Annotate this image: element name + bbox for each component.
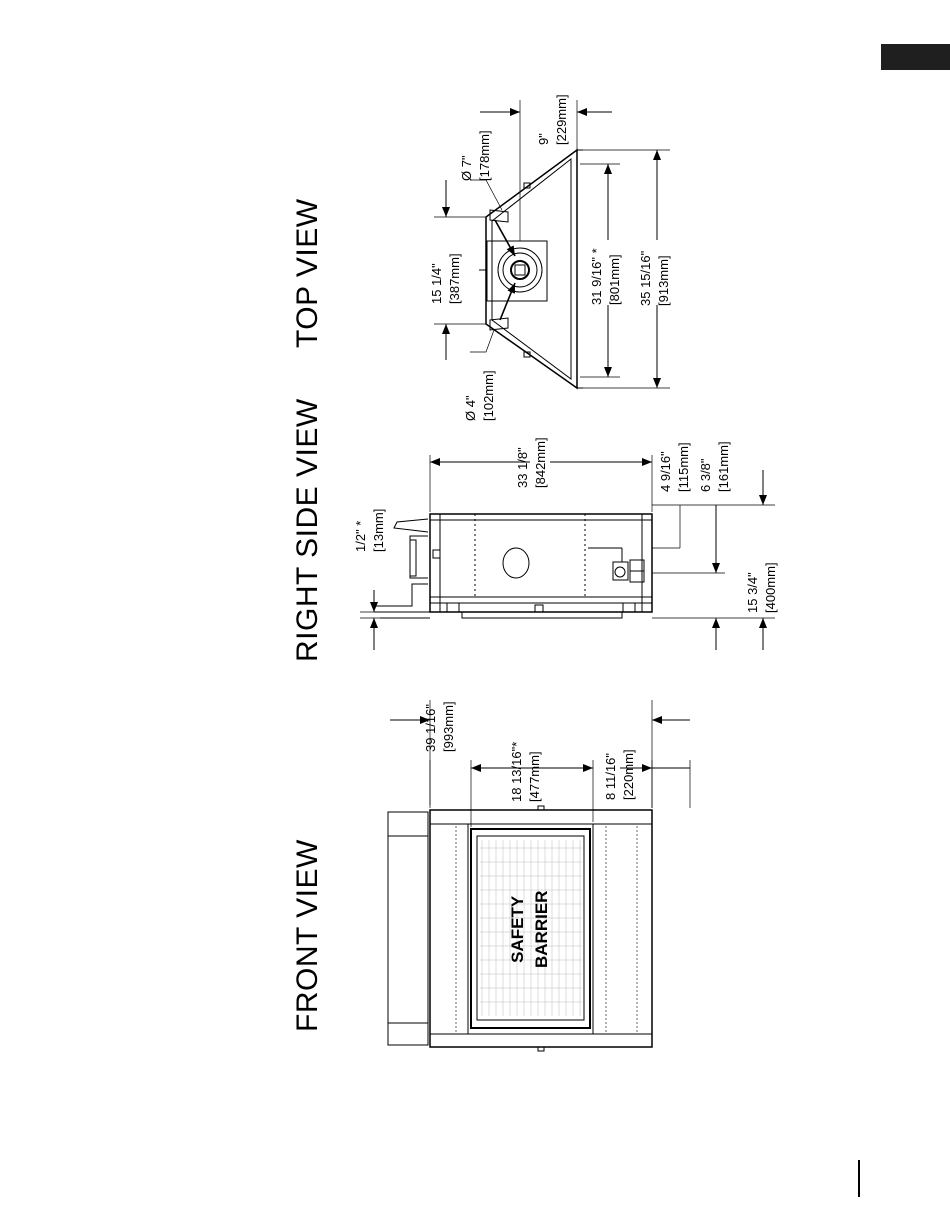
top-diameter-4-imperial: Ø 4"	[462, 370, 480, 421]
front-overall-width-metric: [993mm]	[440, 701, 458, 752]
front-opening-width-metric: [477mm]	[526, 742, 544, 802]
front-side-offset-metric: [220mm]	[620, 749, 638, 800]
top-offset-metric: [229mm]	[553, 94, 571, 145]
top-diameter-4-metric: [102mm]	[480, 370, 498, 421]
safety-barrier-line1: SAFETY	[506, 891, 530, 968]
front-opening-width-dimension: 18 13/16"* [477mm]	[508, 742, 544, 802]
front-overall-width-dimension: 39 1/16" [993mm]	[422, 701, 458, 752]
safety-barrier-line2: BARRIER	[530, 891, 554, 968]
top-outer-width-metric: [913mm]	[655, 251, 673, 306]
top-inner-width-imperial: 31 9/16" *	[588, 248, 606, 305]
right-vent-offset-b-dimension: 6 3/8" [161mm]	[697, 441, 733, 492]
front-overall-width-imperial: 39 1/16"	[422, 701, 440, 752]
front-view-title: FRONT VIEW	[291, 839, 325, 1032]
right-vent-offset-a-dimension: 4 9/16" [115mm]	[657, 442, 693, 492]
top-center-spacing-dimension: 15 1/4" [387mm]	[428, 253, 464, 304]
right-vent-offset-b-metric: [161mm]	[715, 441, 733, 492]
right-vent-offset-a-metric: [115mm]	[675, 442, 693, 492]
right-half-inch-imperial: 1/2" *	[352, 509, 370, 552]
right-vent-offset-b-imperial: 6 3/8"	[697, 441, 715, 492]
top-inner-width-dimension: 31 9/16" * [801mm]	[588, 248, 624, 305]
right-half-inch-metric: [13mm]	[370, 509, 388, 552]
top-inner-width-metric: [801mm]	[606, 248, 624, 305]
top-center-spacing-metric: [387mm]	[446, 253, 464, 304]
right-height-metric: [400mm]	[762, 562, 780, 613]
top-diameter-4-dimension: Ø 4" [102mm]	[462, 370, 498, 421]
right-vent-offset-a-imperial: 4 9/16"	[657, 442, 675, 492]
right-depth-metric: [842mm]	[532, 437, 550, 488]
right-height-dimension: 15 3/4" [400mm]	[744, 562, 780, 613]
right-depth-dimension: 33 1/8" [842mm]	[514, 437, 550, 488]
safety-barrier-label: SAFETY BARRIER	[506, 891, 554, 968]
front-side-offset-dimension: 8 11/16" [220mm]	[602, 749, 638, 800]
top-diameter-7-imperial: Ø 7"	[458, 130, 476, 181]
top-outer-width-imperial: 35 15/16"	[637, 251, 655, 306]
right-depth-imperial: 33 1/8"	[514, 437, 532, 488]
top-diameter-7-dimension: Ø 7" [178mm]	[458, 130, 494, 181]
front-side-offset-imperial: 8 11/16"	[602, 749, 620, 800]
front-opening-width-imperial: 18 13/16"*	[508, 742, 526, 802]
top-offset-imperial: 9"	[535, 94, 553, 145]
right-side-view-title: RIGHT SIDE VIEW	[291, 398, 325, 662]
top-offset-dimension: 9" [229mm]	[535, 94, 571, 145]
top-view-title: TOP VIEW	[291, 198, 325, 348]
right-height-imperial: 15 3/4"	[744, 562, 762, 613]
top-diameter-7-metric: [178mm]	[476, 130, 494, 181]
top-outer-width-dimension: 35 15/16" [913mm]	[637, 251, 673, 306]
right-half-inch-dimension: 1/2" * [13mm]	[352, 509, 388, 552]
top-center-spacing-imperial: 15 1/4"	[428, 253, 446, 304]
